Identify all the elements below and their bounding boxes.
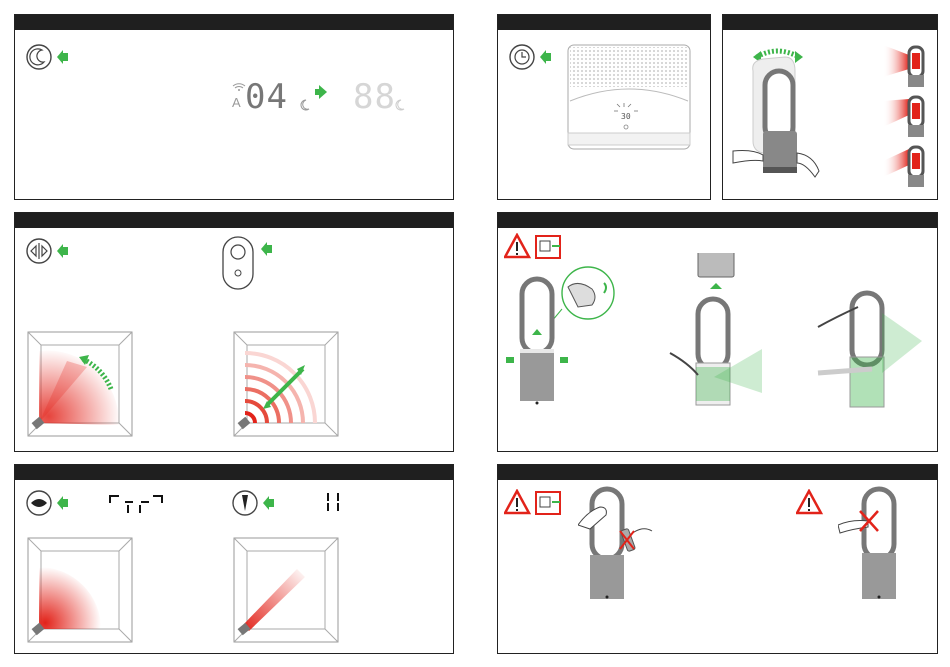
moon-small-icon (300, 99, 310, 111)
panel-header-bar (498, 465, 937, 480)
airflow-mode-panel (14, 464, 454, 654)
oscillation-panel (14, 212, 454, 452)
wide-airflow-icon[interactable] (25, 489, 73, 517)
clock-icon[interactable] (508, 43, 556, 71)
wide-mode-display (107, 489, 167, 515)
display-after: 88 (353, 79, 413, 115)
display-digits-before: 04 (245, 77, 288, 117)
panel-header-bar (15, 15, 453, 30)
panel-header-bar (15, 465, 453, 480)
heat-direction-middle (883, 97, 924, 137)
arrow-icon (315, 83, 329, 101)
focused-airflow-icon[interactable] (231, 489, 279, 517)
room-range-diagram (233, 331, 339, 437)
wifi-icon (232, 81, 246, 91)
device-base-illustration: 30 (564, 41, 694, 159)
cleaning-panel (497, 464, 938, 654)
room-focused-diagram (233, 537, 339, 643)
warning-triangle-icon (504, 489, 568, 517)
filter-change-panel (497, 212, 938, 452)
panel-header-bar (498, 15, 710, 30)
moon-icon[interactable] (25, 43, 73, 71)
heat-direction-top (883, 45, 924, 87)
night-mode-panel: A 04 88 (14, 14, 454, 200)
panel-header-bar (723, 15, 937, 30)
unplug-icon (536, 492, 560, 514)
panel-header-bar (15, 213, 453, 228)
remote-control-icon[interactable] (221, 235, 281, 295)
arrow-icon (57, 50, 63, 64)
warning-triangle-icon (796, 489, 824, 515)
cleaning-wipe-illustration (578, 485, 678, 605)
display-digits-after: 88 (353, 77, 396, 117)
moon-small-icon (395, 99, 405, 111)
heat-tilt-panel (722, 14, 938, 200)
room-oscillation-diagram (27, 331, 133, 437)
tilt-heat-illustration (723, 31, 937, 199)
do-not-insert-illustration (838, 485, 918, 605)
display-before: A 04 (230, 79, 310, 115)
svg-text:30: 30 (621, 112, 631, 121)
auto-indicator: A (232, 95, 241, 110)
room-wide-diagram (27, 537, 133, 643)
heat-direction-low (883, 147, 924, 187)
focused-mode-display (325, 489, 345, 515)
oscillation-icon[interactable] (25, 237, 73, 265)
panel-header-bar (498, 213, 937, 228)
sleep-timer-panel: 30 (497, 14, 711, 200)
filter-change-illustration (502, 253, 938, 451)
